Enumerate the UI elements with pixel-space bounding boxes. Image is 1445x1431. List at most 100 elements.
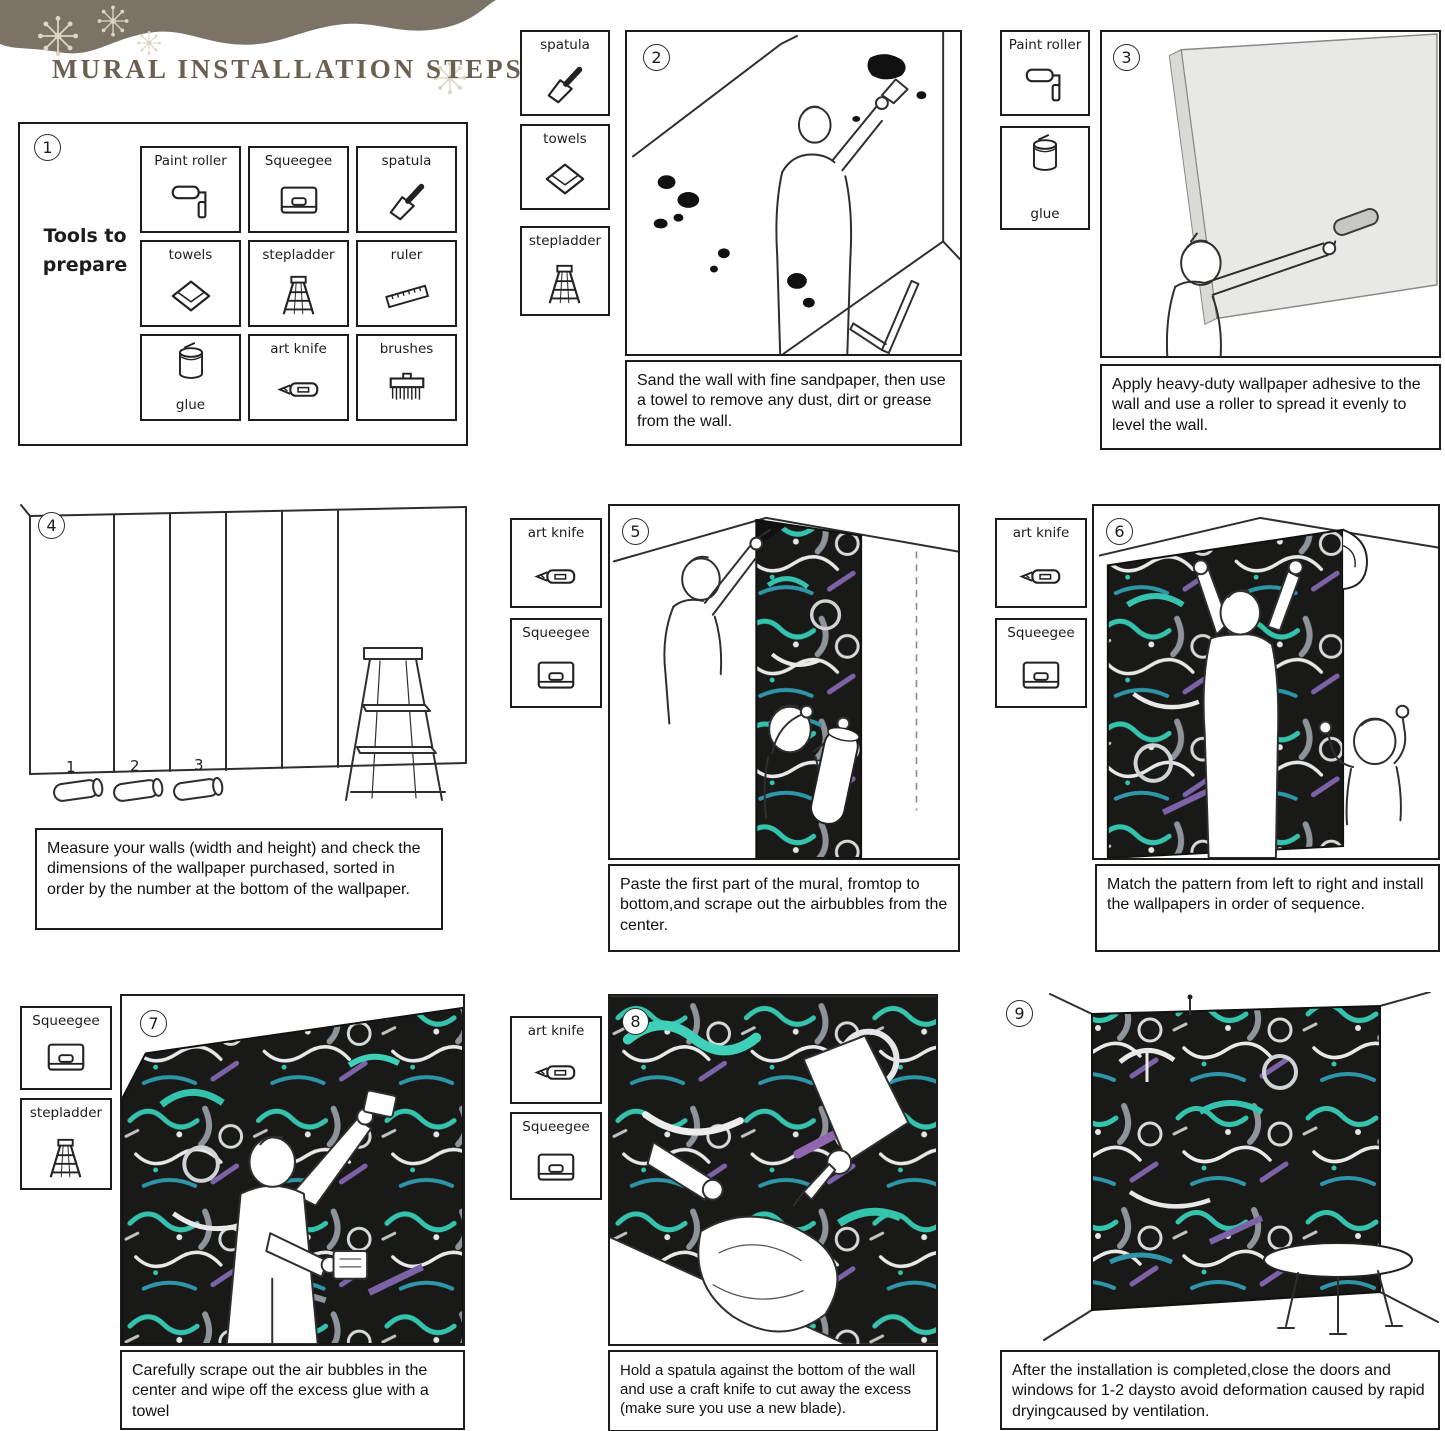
glue-bucket-icon	[1022, 133, 1068, 179]
step2-illustration	[632, 32, 960, 354]
towel-icon	[168, 273, 214, 319]
step5-illustration	[612, 516, 958, 858]
installer-a-figure	[1192, 559, 1304, 858]
toolbox-art-knife: art knife	[248, 334, 349, 421]
tools-panel: 1 Tools to prepare Paint roller Squeegee…	[18, 122, 468, 446]
step7-illustration-box	[120, 994, 465, 1346]
tool-label: stepladder	[262, 247, 335, 263]
tool-label: spatula	[381, 153, 432, 169]
step3-illustration	[1165, 33, 1438, 356]
step-8-number: 8	[622, 1008, 649, 1035]
tool-label: Squeegee	[32, 1013, 100, 1029]
roll-number-1: 1	[66, 758, 76, 776]
toolbox-ruler: ruler	[356, 240, 457, 327]
tool-label: art knife	[1012, 525, 1070, 541]
step-4-number: 4	[38, 512, 65, 539]
step-2-number: 2	[643, 44, 670, 71]
toolbox-squeegee: Squeegee	[248, 146, 349, 233]
step6-illustration-box	[1092, 504, 1440, 860]
toolbox-brushes: brushes	[356, 334, 457, 421]
step8-toolbox-squeegee: Squeegee	[510, 1112, 602, 1200]
step4-caption: Measure your walls (width and height) an…	[35, 828, 443, 930]
squeegee-icon	[533, 654, 579, 700]
tool-label: Squeegee	[1007, 625, 1075, 641]
tool-label: art knife	[527, 525, 585, 541]
step6-toolbox-squeegee: Squeegee	[995, 618, 1087, 708]
squeegee-icon	[1018, 654, 1064, 700]
squeegee-in-hand	[362, 1089, 398, 1118]
step2-toolbox-towels: towels	[520, 124, 610, 210]
cut-excess-flap	[697, 1215, 839, 1333]
paint-roller-icon	[168, 179, 214, 225]
towel-in-hand	[332, 1250, 369, 1280]
paint-roller-head	[1333, 208, 1379, 236]
spatula-in-hand	[880, 78, 909, 105]
art-knife-icon	[276, 367, 322, 413]
tool-label: ruler	[390, 247, 423, 263]
step7-toolbox-squeegee: Squeegee	[20, 1006, 112, 1090]
squeegee-icon	[276, 179, 322, 225]
step3-caption: Apply heavy-duty wallpaper adhesive to t…	[1100, 364, 1441, 450]
header-banner	[0, 0, 496, 96]
step9-illustration	[1043, 992, 1439, 1341]
tool-label: towels	[168, 247, 213, 263]
toolbox-stepladder: stepladder	[248, 240, 349, 327]
step-1-number: 1	[34, 134, 61, 161]
toolbox-glue: glue	[140, 334, 241, 421]
worker-figure	[1165, 232, 1337, 356]
roll-number-2: 2	[130, 757, 140, 775]
step-3-number: 3	[1113, 44, 1140, 71]
step8-illustration	[610, 996, 936, 1344]
stepladder-icon	[542, 262, 588, 308]
tool-label: glue	[175, 397, 206, 413]
step2-caption: Sand the wall with fine sandpaper, then …	[625, 360, 962, 446]
tool-label: Paint roller	[1008, 37, 1082, 53]
wallpaper-panel-lines	[113, 510, 339, 773]
step3-illustration-box	[1100, 30, 1441, 358]
mural-roll	[810, 726, 860, 825]
art-knife-icon	[533, 554, 579, 600]
step7-toolbox-stepladder: stepladder	[20, 1098, 112, 1190]
step5-toolbox-squeegee: Squeegee	[510, 618, 602, 708]
tool-label: spatula	[540, 37, 590, 53]
art-knife-icon	[1018, 554, 1064, 600]
glue-bucket-icon	[168, 341, 214, 387]
dandelion-icon	[136, 30, 162, 56]
cutting-hands	[646, 1034, 910, 1207]
step9-caption: After the installation is completed,clos…	[1000, 1350, 1440, 1430]
upper-installer-figure	[663, 528, 772, 725]
tool-label: Squeegee	[522, 625, 590, 641]
stepladder-icon	[276, 273, 322, 319]
spatula-icon	[542, 62, 588, 108]
step-9-number: 9	[1006, 1000, 1033, 1027]
step3-toolbox-glue: glue	[1000, 126, 1090, 230]
step5-illustration-box	[608, 504, 960, 860]
toolbox-spatula: spatula	[356, 146, 457, 233]
step6-toolbox-art-knife: art knife	[995, 518, 1087, 608]
step5-caption: Paste the first part of the mural, fromt…	[608, 864, 960, 952]
step-6-number: 6	[1106, 518, 1133, 545]
tools-panel-label: Tools to prepare	[42, 225, 128, 277]
tool-label: art knife	[527, 1023, 585, 1039]
step6-illustration	[1098, 516, 1438, 858]
squeegee-icon	[533, 1146, 579, 1192]
toolbox-paint-roller: Paint roller	[140, 146, 241, 233]
tool-label: brushes	[379, 341, 434, 357]
step5-toolbox-art-knife: art knife	[510, 518, 602, 608]
ruler-icon	[384, 273, 430, 319]
step6-caption: Match the pattern from left to right and…	[1095, 864, 1440, 952]
step4-illustration: 1 2 3	[20, 504, 467, 802]
step-5-number: 5	[622, 518, 649, 545]
tool-label: Paint roller	[154, 153, 227, 169]
stepladder-drawing	[345, 647, 446, 801]
step-7-number: 7	[140, 1010, 167, 1037]
towel-icon	[542, 156, 588, 202]
toolbox-towels: towels	[140, 240, 241, 327]
banner-shape	[0, 0, 496, 54]
tool-label: Squeegee	[522, 1119, 590, 1135]
square-ruler	[849, 279, 920, 354]
tool-label: stepladder	[528, 233, 602, 249]
step2-toolbox-stepladder: stepladder	[520, 226, 610, 316]
art-knife-icon	[533, 1050, 579, 1096]
